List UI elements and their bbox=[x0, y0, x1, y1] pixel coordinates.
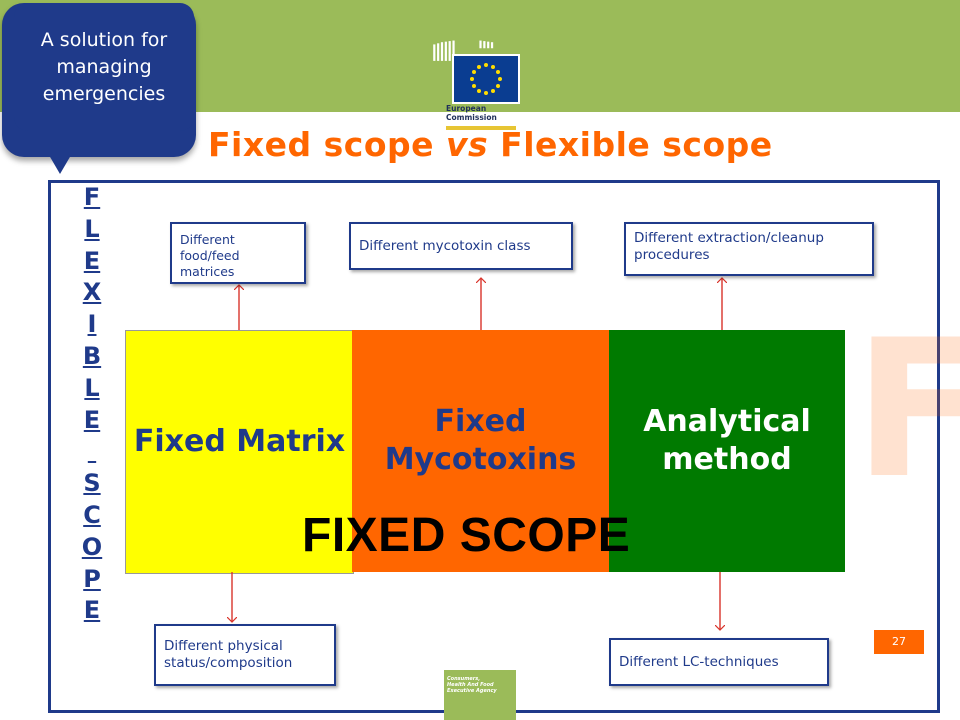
vertical-letter: L bbox=[84, 373, 100, 402]
fixed-matrix-label: Fixed Matrix bbox=[133, 424, 346, 459]
title-part-2: Flexible scope bbox=[488, 125, 773, 164]
fixed-matrix-block: Fixed Matrix bbox=[125, 330, 354, 574]
callout-text: A solution for managing emergencies bbox=[14, 3, 194, 131]
title-part-1: Fixed scope bbox=[208, 125, 446, 164]
vertical-letter: F bbox=[83, 183, 101, 211]
mycotoxin-class-box: Different mycotoxin class bbox=[349, 222, 573, 270]
vertical-letter: B bbox=[82, 341, 102, 370]
logo-underline bbox=[446, 126, 516, 130]
vertical-letter: X bbox=[82, 278, 102, 307]
food-matrices-box: Different food/feed matrices bbox=[170, 222, 306, 284]
logo-line-2: Commission bbox=[446, 113, 497, 122]
eu-flag-icon bbox=[452, 54, 520, 104]
vertical-letter: E bbox=[83, 405, 101, 434]
european-commission-logo: European Commission bbox=[408, 40, 520, 140]
callout-tail bbox=[46, 150, 74, 174]
vertical-letter: L bbox=[84, 214, 100, 243]
vertical-letter: O bbox=[81, 532, 103, 561]
analytical-method-block: Analytical method bbox=[609, 330, 845, 572]
building-stripes-icon bbox=[433, 40, 494, 61]
background-letter: F bbox=[854, 299, 960, 520]
analytical-method-label: Analytical method bbox=[643, 404, 811, 477]
vertical-letter: I bbox=[87, 310, 97, 339]
vertical-letter: E bbox=[83, 246, 101, 275]
callout-bubble: A solution for managing emergencies bbox=[2, 3, 196, 157]
fixed-scope-overlay: FIXED SCOPE bbox=[302, 509, 631, 562]
vertical-letter: S bbox=[83, 469, 101, 498]
agency-line-1: Consumers, bbox=[447, 676, 481, 682]
logo-line-1: European bbox=[446, 104, 487, 113]
fixed-mycotoxins-label: Fixed Mycotoxins bbox=[384, 404, 577, 477]
slide-title: Fixed scope vs Flexible scope bbox=[208, 125, 848, 164]
flexible-scope-vertical-label: F L E X I B L E S C O P E bbox=[74, 182, 110, 627]
agency-logo: Consumers, Health And Food Executive Age… bbox=[444, 670, 516, 720]
agency-text: Consumers, Health And Food Executive Age… bbox=[447, 676, 497, 694]
vertical-letter: E bbox=[83, 596, 101, 625]
vertical-letter bbox=[74, 436, 110, 468]
agency-line-3: Executive Agency bbox=[447, 688, 497, 694]
vertical-letter: P bbox=[83, 564, 101, 593]
vertical-letter: C bbox=[83, 500, 101, 529]
title-vs: vs bbox=[446, 125, 489, 164]
agency-line-2: Health And Food bbox=[447, 682, 494, 688]
extraction-procedures-box: Different extraction/cleanup procedures bbox=[624, 222, 874, 276]
page-number: 27 bbox=[874, 630, 924, 654]
lc-techniques-box: Different LC-techniques bbox=[609, 638, 829, 686]
logo-text: European Commission bbox=[446, 104, 526, 122]
physical-status-box: Different physical status/composition bbox=[154, 624, 336, 686]
fixed-mycotoxins-block: Fixed Mycotoxins bbox=[352, 330, 609, 572]
